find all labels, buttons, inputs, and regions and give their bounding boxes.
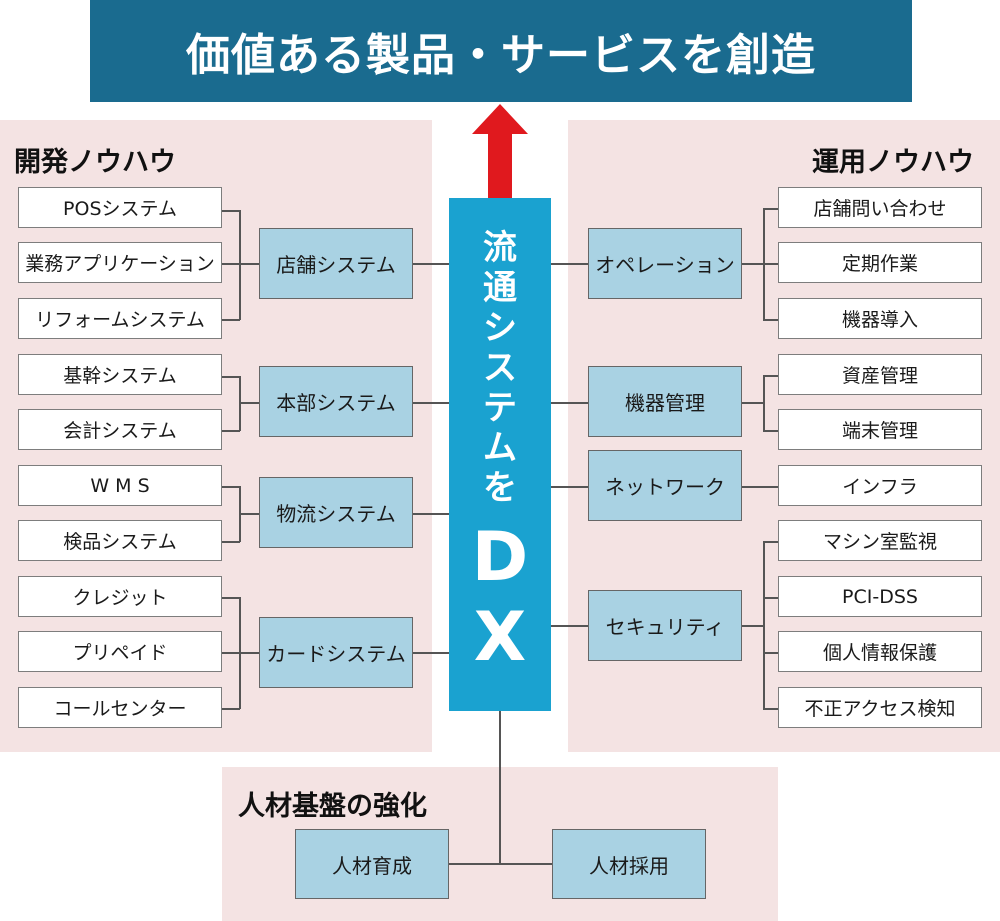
connector-line xyxy=(413,513,449,515)
connector-line xyxy=(413,652,449,654)
leaf-box: PCI-DSS xyxy=(778,576,982,617)
connector-line xyxy=(551,263,588,265)
connector-line xyxy=(239,210,241,320)
leaf-box: リフォームシステム xyxy=(18,298,222,339)
leaf-box: POSシステム xyxy=(18,187,222,228)
connector-line xyxy=(222,319,240,321)
center-char: ス xyxy=(483,348,517,388)
connector-line xyxy=(742,263,764,265)
left-panel-heading: 開発ノウハウ xyxy=(14,147,176,178)
leaf-box: コールセンター xyxy=(18,687,222,728)
center-char: ム xyxy=(483,428,517,468)
center-dx-bar: 流 通 シ ス テ ム を D X xyxy=(449,198,551,711)
leaf-box: 不正アクセス検知 xyxy=(778,687,982,728)
leaf-box: 会計システム xyxy=(18,409,222,450)
center-char: テ xyxy=(483,388,517,428)
connector-line xyxy=(763,541,778,543)
connector-line xyxy=(239,513,259,515)
dx-letter-x: X xyxy=(473,598,527,677)
connector-line xyxy=(413,402,449,404)
leaf-box: W M S xyxy=(18,465,222,506)
connector-line xyxy=(222,376,240,378)
connector-line xyxy=(239,376,241,431)
connector-line xyxy=(222,263,240,265)
center-vertical-text: 流 通 シ ス テ ム を xyxy=(449,228,551,508)
connector-line xyxy=(222,541,240,543)
hr-box: 人材採用 xyxy=(552,829,706,899)
center-char: 通 xyxy=(483,268,517,308)
center-char: 流 xyxy=(483,228,517,268)
connector-line xyxy=(763,375,778,377)
center-char: シ xyxy=(483,308,517,348)
leaf-box: 検品システム xyxy=(18,520,222,561)
connector-line xyxy=(551,486,588,488)
title-banner: 価値ある製品・サービスを創造 xyxy=(90,0,912,102)
connector-line xyxy=(551,402,588,404)
connector-line xyxy=(763,597,778,599)
connector-line xyxy=(763,208,778,210)
connector-line xyxy=(222,708,240,710)
connector-line xyxy=(763,319,778,321)
category-box: 機器管理 xyxy=(588,366,742,437)
connector-line xyxy=(551,625,588,627)
connector-line xyxy=(763,708,778,710)
leaf-box: 業務アプリケーション xyxy=(18,242,222,283)
connector-line xyxy=(763,541,765,709)
leaf-box: 店舗問い合わせ xyxy=(778,187,982,228)
connector-line xyxy=(222,430,240,432)
category-box: カードシステム xyxy=(259,617,413,688)
dx-letter-d: D xyxy=(471,518,529,597)
category-box: オペレーション xyxy=(588,228,742,299)
category-box: ネットワーク xyxy=(588,450,742,521)
connector-line xyxy=(763,375,765,431)
leaf-box: 端末管理 xyxy=(778,409,982,450)
connector-line xyxy=(742,486,778,488)
connector-line xyxy=(763,652,778,654)
connector-line xyxy=(239,263,259,265)
connector-line xyxy=(222,210,240,212)
category-box: 店舗システム xyxy=(259,228,413,299)
leaf-box: 機器導入 xyxy=(778,298,982,339)
connector-line xyxy=(222,486,240,488)
leaf-box: インフラ xyxy=(778,465,982,506)
leaf-box: マシン室監視 xyxy=(778,520,982,561)
leaf-box: クレジット xyxy=(18,576,222,617)
center-char: を xyxy=(483,468,517,508)
leaf-box: 定期作業 xyxy=(778,242,982,283)
leaf-box: 個人情報保護 xyxy=(778,631,982,672)
leaf-box: プリペイド xyxy=(18,631,222,672)
connector-line xyxy=(413,263,449,265)
connector-line xyxy=(763,263,778,265)
bottom-panel-heading: 人材基盤の強化 xyxy=(238,791,427,822)
category-box: 本部システム xyxy=(259,366,413,437)
leaf-box: 基幹システム xyxy=(18,354,222,395)
connector-line xyxy=(763,430,778,432)
connector-line xyxy=(742,402,764,404)
up-arrow-icon xyxy=(472,104,528,200)
connector-line xyxy=(222,597,240,599)
connector-line xyxy=(449,863,552,865)
connector-line xyxy=(239,652,259,654)
connector-line xyxy=(742,625,764,627)
category-box: 物流システム xyxy=(259,477,413,548)
connector-line xyxy=(222,652,240,654)
hr-box: 人材育成 xyxy=(295,829,449,899)
connector-line xyxy=(499,711,501,864)
category-box: セキュリティ xyxy=(588,590,742,661)
connector-line xyxy=(239,402,259,404)
right-panel-heading: 運用ノウハウ xyxy=(812,147,974,178)
leaf-box: 資産管理 xyxy=(778,354,982,395)
